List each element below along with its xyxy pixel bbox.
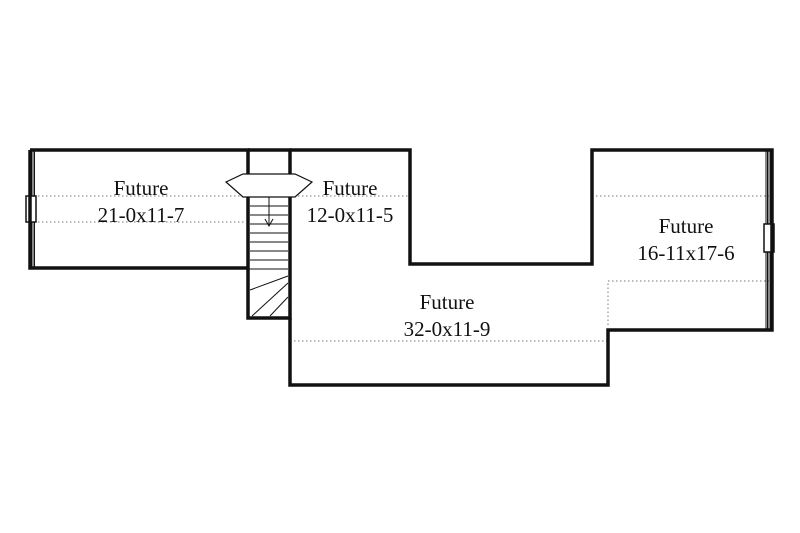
room-dimensions: 32-0x11-9 bbox=[404, 317, 491, 341]
stair-direction-arrow-icon bbox=[264, 218, 274, 228]
room-west-label: Future 21-0x11-7 bbox=[98, 176, 185, 227]
exterior-walls bbox=[28, 148, 774, 387]
room-name: Future bbox=[114, 176, 169, 200]
stair bbox=[224, 173, 314, 317]
room-name: Future bbox=[323, 176, 378, 200]
room-name: Future bbox=[659, 214, 714, 238]
room-dimensions: 21-0x11-7 bbox=[98, 203, 185, 227]
stair-landing-marker bbox=[224, 173, 314, 198]
room-dimensions: 16-11x17-6 bbox=[637, 241, 734, 265]
room-center-label: Future 12-0x11-5 bbox=[307, 176, 394, 227]
room-south-label: Future 32-0x11-9 bbox=[404, 290, 491, 341]
room-east-label: Future 16-11x17-6 bbox=[637, 214, 734, 265]
wall-main bbox=[288, 148, 774, 387]
window-east bbox=[763, 223, 775, 253]
room-name: Future bbox=[420, 290, 475, 314]
eave-line-east-bottom bbox=[607, 280, 772, 325]
room-dimensions: 12-0x11-5 bbox=[307, 203, 394, 227]
eave-lines bbox=[30, 195, 772, 342]
